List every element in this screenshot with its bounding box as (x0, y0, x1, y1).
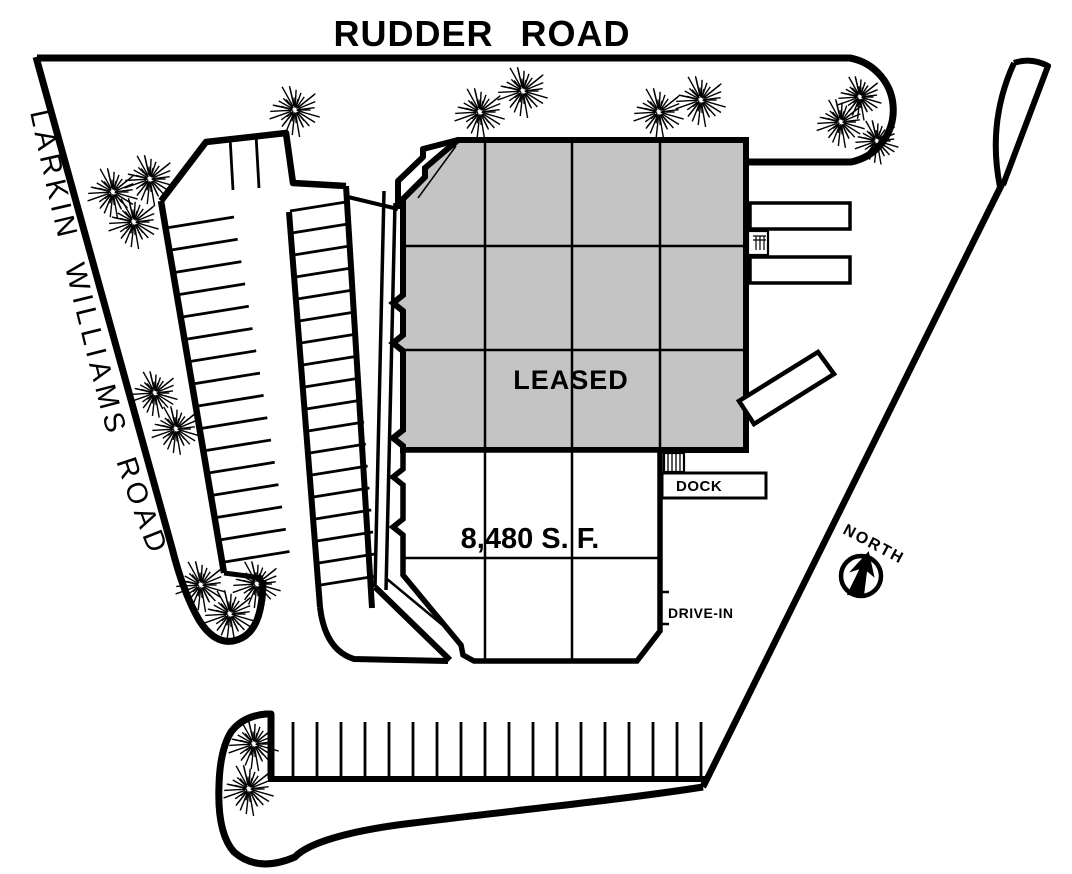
boundary-bottom (215, 710, 704, 868)
leased-label: LEASED (513, 365, 629, 395)
parking-stalls-layer (165, 134, 703, 779)
dock-label: DOCK (676, 478, 722, 495)
tree-icon (124, 155, 175, 207)
tree-icon (854, 120, 899, 165)
sw-drive-edge (372, 584, 453, 663)
tree-icon (837, 76, 882, 121)
tree-icon (454, 88, 505, 140)
sidewalk-east-line (384, 202, 397, 591)
lot-north-stub (158, 129, 347, 203)
upper-left-row (165, 215, 290, 564)
nw-corner-inner-line (417, 145, 457, 199)
tree-icon (223, 765, 274, 817)
dock-box (660, 471, 768, 500)
north-arrow (838, 551, 884, 599)
rudder-road-curb (37, 54, 897, 166)
rudder-road-label: RUDDER ROAD (334, 13, 631, 54)
truck-bay-2 (748, 255, 852, 285)
tree-icon (497, 67, 548, 119)
tree-icon (232, 561, 281, 610)
sidewalk-west-line (373, 190, 386, 588)
upper-middle-row (289, 200, 377, 587)
tree-icon (633, 88, 684, 140)
rudder-road (37, 54, 897, 166)
lane-u-turn (317, 606, 449, 664)
entry-drive-edge (347, 195, 399, 211)
tree-icon (87, 168, 138, 220)
tree-icon (151, 406, 200, 455)
tree-icon (204, 590, 255, 642)
dock-stairs (662, 451, 686, 474)
trees-layer (87, 67, 899, 817)
truck-bay-1 (748, 201, 852, 231)
ramp (735, 348, 838, 428)
available-area-label: 8,480 S. F. (461, 523, 600, 555)
tree-icon (228, 720, 279, 772)
north-arrow-pointer (846, 551, 875, 598)
tree-icon (131, 371, 178, 418)
bottom-row (291, 722, 703, 779)
tree-icon (269, 86, 320, 138)
tree-icon (675, 76, 726, 128)
leased-area (388, 137, 749, 453)
drive-in-door-ticks (660, 590, 669, 626)
bay-stairs (746, 229, 770, 257)
boundary-teardrop (992, 57, 1051, 188)
larkin-williams-road (32, 56, 267, 645)
middle-row-east-line (343, 185, 375, 609)
nw-canopy-edge (395, 137, 459, 209)
stub-row (228, 134, 261, 191)
drive-in-label: DRIVE-IN (668, 605, 733, 621)
tree-icon (816, 99, 865, 148)
bottom-parking-row (268, 776, 708, 788)
lot-west-boundary (157, 200, 228, 574)
property-boundary (215, 57, 1051, 868)
building (388, 137, 852, 664)
middle-row-west-line (286, 211, 323, 608)
larkin-road-curb (32, 56, 267, 645)
tree-icon (108, 198, 159, 250)
available-area (388, 447, 663, 664)
tree-icon (175, 561, 226, 613)
bottom-row-baseline (268, 776, 708, 788)
boundary-diagonal (700, 182, 1005, 789)
truck-bays (746, 201, 852, 285)
building-grid (403, 141, 746, 660)
